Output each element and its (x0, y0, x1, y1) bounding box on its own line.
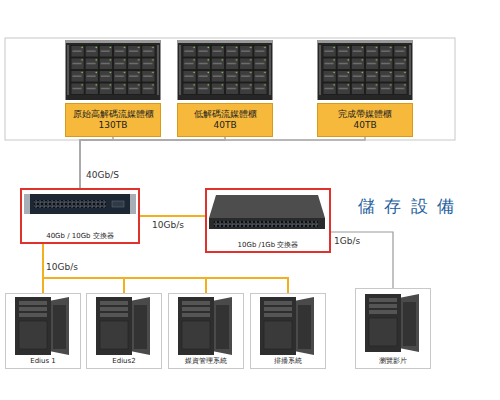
workstation-tower (15, 297, 69, 355)
switch-box: 40Gb / 10Gb 交換器 (20, 188, 140, 244)
node-label: 媒資管理系統 (185, 357, 227, 365)
label-band: 40Gb / 10Gb 交換器 (22, 232, 138, 240)
label-band: 排播系統 (251, 357, 325, 365)
workstation-box: 媒資管理系統 (168, 293, 244, 369)
storage-server (178, 40, 273, 100)
storage-server (318, 40, 413, 100)
bandwidth-label: 10Gb/s (46, 262, 78, 272)
node-label: 排播系統 (274, 357, 302, 365)
switch-box: 10Gb /1Gb 交換器 (205, 188, 331, 253)
workstation-tower (260, 297, 314, 355)
label-band: Edius 1 (6, 357, 80, 365)
storage-frame (5, 38, 455, 140)
bandwidth-label: 10Gb/s (152, 220, 184, 230)
workstation-tower (96, 297, 150, 355)
access-switch-ports (214, 221, 318, 227)
network-link (80, 137, 225, 188)
bandwidth-label: 1Gb/s (334, 236, 360, 246)
workstation-box: Edius2 (86, 293, 162, 369)
section-title: 儲 存 設 備 (358, 195, 456, 218)
network-link (331, 232, 393, 288)
label-band: 10Gb /1Gb 交換器 (207, 241, 329, 249)
storage-node: 低解碼流媒體櫃40TB (177, 40, 273, 137)
storage-server (66, 40, 161, 100)
node-label: 10Gb /1Gb 交換器 (238, 241, 299, 249)
network-link (140, 215, 205, 217)
bandwidth-label: 40Gb/S (86, 170, 119, 180)
node-label: 低解碼流媒體櫃 (194, 109, 257, 120)
node-label: Edius 1 (30, 357, 56, 365)
capacity-label: 130TB (99, 120, 128, 131)
storage-node: 完成帶媒體櫃40TB (317, 40, 413, 137)
storage-node: 原始高解碼流媒體櫃130TB (65, 40, 161, 137)
label-band: 原始高解碼流媒體櫃130TB (65, 103, 161, 137)
network-link (80, 137, 365, 188)
label-band: 低解碼流媒體櫃40TB (177, 103, 273, 137)
network-link (43, 244, 206, 293)
node-label: 原始高解碼流媒體櫃 (73, 109, 154, 120)
node-label: 40Gb / 10Gb 交換器 (46, 232, 114, 240)
label-band: 媒資管理系統 (169, 357, 243, 365)
workstation-box: Edius 1 (5, 293, 81, 369)
label-band: 完成帶媒體櫃40TB (317, 103, 413, 137)
node-label: 瀏覽影片 (379, 357, 407, 365)
capacity-label: 40TB (213, 120, 236, 131)
network-link (43, 244, 124, 293)
capacity-label: 40TB (353, 120, 376, 131)
workstation-box: 排播系統 (250, 293, 326, 369)
access-switch-front (209, 218, 325, 229)
core-switch (24, 194, 136, 214)
network-link (80, 137, 113, 188)
workstation-tower (365, 294, 419, 352)
label-band: Edius2 (87, 357, 161, 365)
workstation-tower (178, 297, 232, 355)
node-label: 完成帶媒體櫃 (338, 109, 392, 120)
label-band: 瀏覽影片 (356, 357, 430, 365)
access-switch-top (209, 195, 325, 218)
node-label: Edius2 (112, 357, 135, 365)
workstation-box: 瀏覽影片 (355, 288, 431, 369)
